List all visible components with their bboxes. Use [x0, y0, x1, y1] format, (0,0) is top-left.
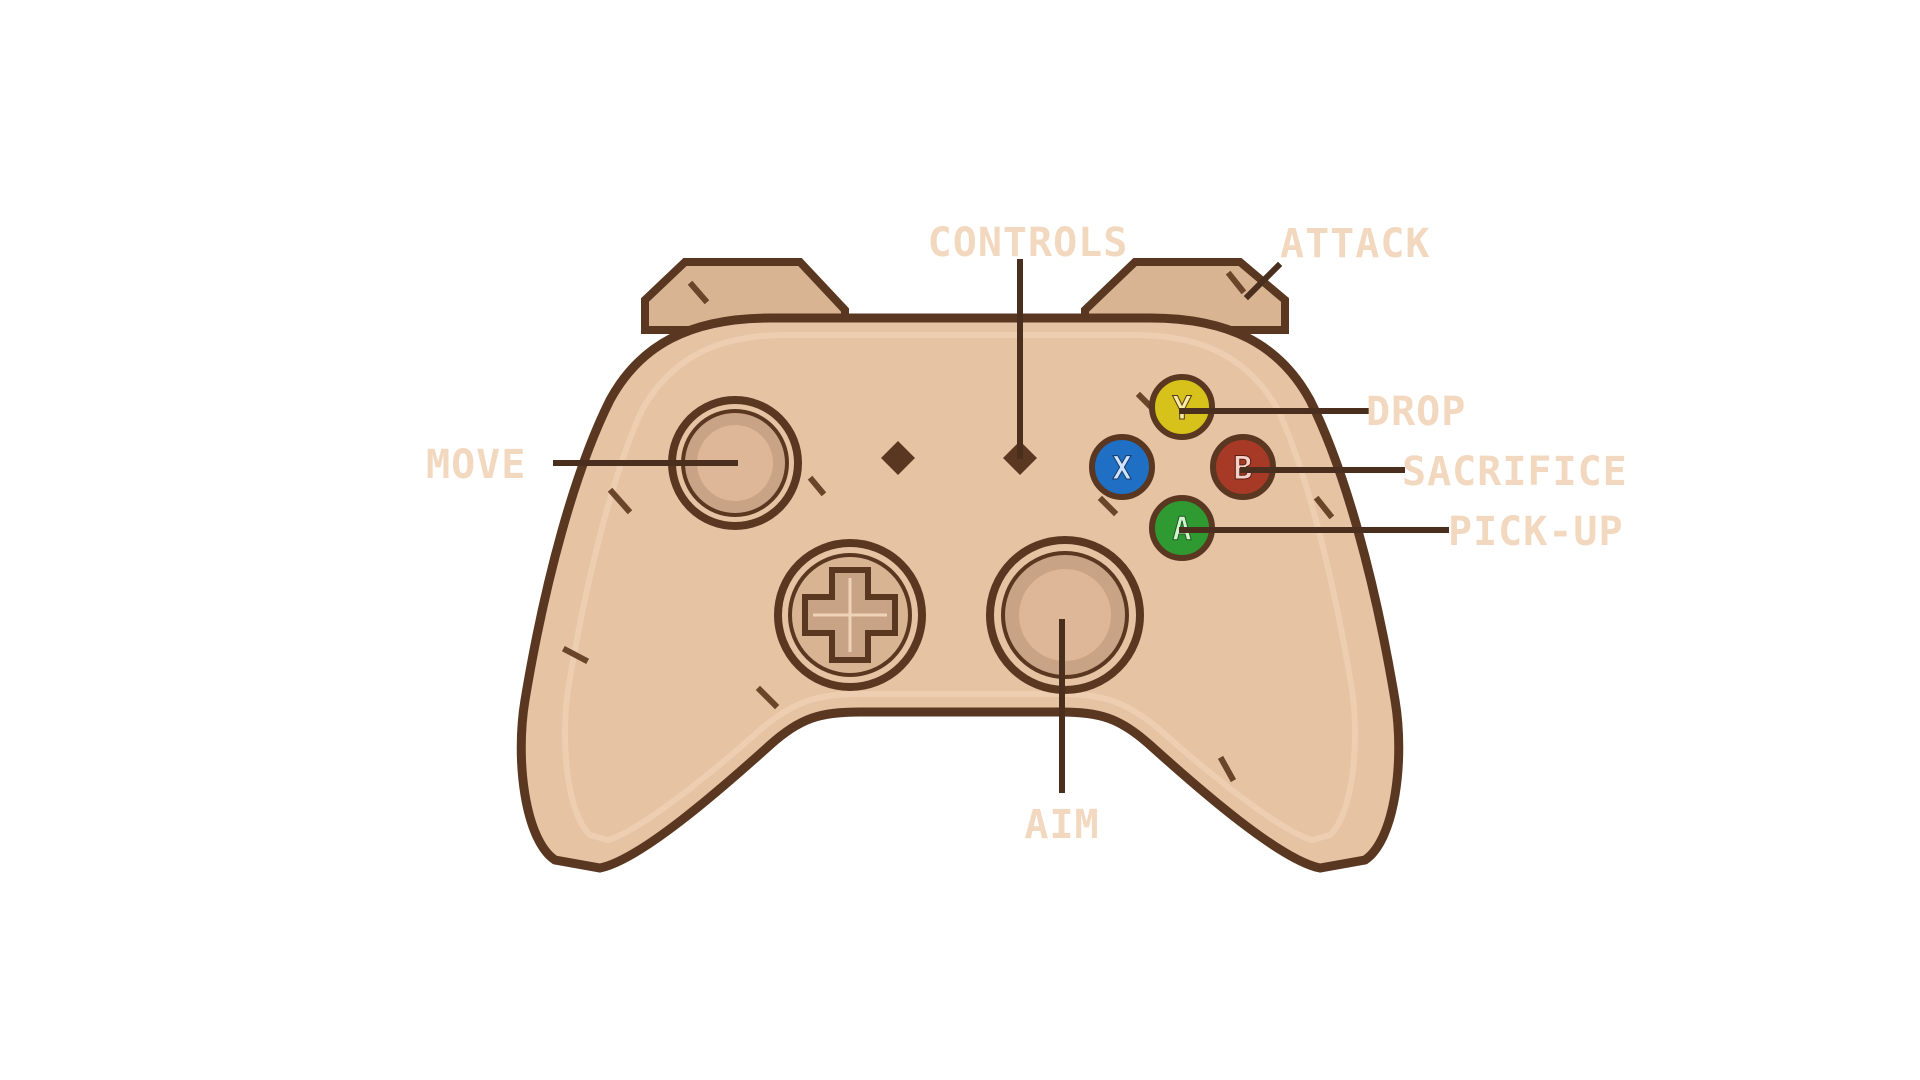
- sacrifice-label: SACRIFICE: [1402, 449, 1628, 495]
- move-label: MOVE: [426, 442, 526, 488]
- controller-body: [516, 313, 1404, 873]
- button-x[interactable]: X: [1089, 434, 1155, 500]
- button-x-letter: X: [1112, 449, 1131, 487]
- drop-label: DROP: [1366, 389, 1466, 435]
- dpad-icon[interactable]: [774, 539, 926, 691]
- scuff-marks: [561, 270, 1335, 783]
- pick-up-label: PICK-UP: [1448, 509, 1624, 555]
- button-y[interactable]: Y: [1149, 374, 1215, 440]
- view-button[interactable]: [881, 441, 915, 475]
- leader-lines: [553, 259, 1449, 793]
- attack-label: ATTACK: [1280, 221, 1431, 267]
- aim-label: AIM: [1024, 802, 1099, 848]
- gamepad-icon: [516, 258, 1404, 873]
- controls-label: CONTROLS: [928, 220, 1129, 266]
- leader-attack: [1243, 261, 1283, 301]
